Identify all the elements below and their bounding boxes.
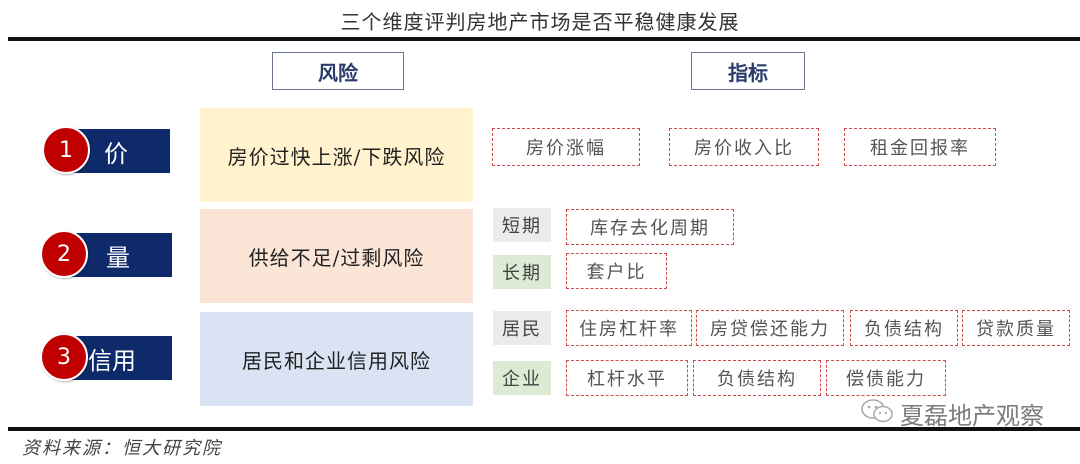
wechat-icon: [860, 398, 894, 430]
indicator-debt-structure-enterprises: 负债结构: [693, 360, 821, 396]
indicator-rental-yield: 租金回报率: [844, 128, 996, 166]
sublabel-long-term: 长期: [493, 255, 551, 289]
header-risk: 风险: [272, 52, 404, 90]
risk-volume: 供给不足/过剩风险: [200, 209, 473, 303]
category-label: 价: [104, 139, 128, 168]
category-volume: 量 2: [40, 230, 172, 280]
indicator-housing-per-household: 套户比: [566, 253, 667, 289]
category-credit: 信用 3: [40, 333, 172, 383]
bottom-rule: [8, 427, 1080, 431]
risk-credit: 居民和企业信用风险: [200, 312, 473, 406]
number-badge: 2: [40, 230, 88, 278]
indicator-price-growth: 房价涨幅: [492, 128, 640, 166]
header-indicator: 指标: [691, 52, 805, 90]
indicator-housing-leverage: 住房杠杆率: [566, 310, 692, 346]
indicator-price-income-ratio: 房价收入比: [669, 128, 819, 166]
number-badge: 1: [42, 126, 90, 174]
watermark: 夏磊地产观察: [860, 396, 1044, 431]
watermark-text: 夏磊地产观察: [900, 402, 1044, 430]
indicator-leverage-level: 杠杆水平: [566, 360, 688, 396]
indicator-loan-quality: 贷款质量: [962, 310, 1070, 346]
indicator-debt-structure-households: 负债结构: [850, 310, 958, 346]
sublabel-short-term: 短期: [493, 208, 551, 242]
diagram-title: 三个维度评判房地产市场是否平稳健康发展: [340, 10, 740, 34]
sublabel-households: 居民: [493, 311, 551, 345]
source-note: 资料来源：恒大研究院: [22, 438, 222, 459]
top-rule: [8, 37, 1080, 41]
indicator-debt-paying-ability: 偿债能力: [826, 360, 946, 396]
risk-price: 房价过快上涨/下跌风险: [200, 108, 473, 202]
sublabel-enterprises: 企业: [493, 361, 551, 395]
indicator-inventory-cycle: 库存去化周期: [566, 209, 734, 245]
category-label: 信用: [88, 346, 136, 375]
category-price: 价 1: [42, 126, 170, 176]
category-label: 量: [106, 243, 130, 272]
number-badge: 3: [40, 333, 88, 381]
indicator-mortgage-repayment: 房贷偿还能力: [696, 310, 844, 346]
